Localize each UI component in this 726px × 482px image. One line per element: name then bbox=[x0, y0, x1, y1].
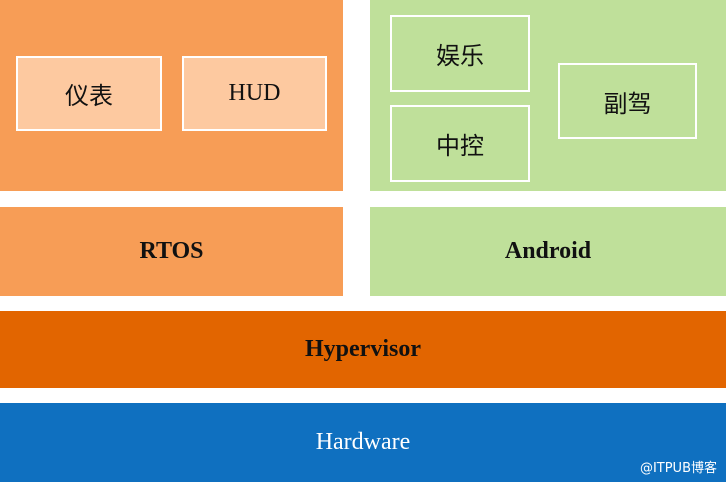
instrument-cluster-label: 仪表 bbox=[65, 82, 113, 110]
watermark: @ITPUB博客 bbox=[639, 461, 717, 476]
passenger-box: 副驾 bbox=[558, 63, 697, 139]
hardware-layer: Hardware bbox=[0, 403, 726, 482]
rtos-label: RTOS bbox=[139, 238, 204, 264]
hypervisor-layer: Hypervisor bbox=[0, 311, 726, 388]
hardware-label: Hardware bbox=[315, 429, 411, 455]
passenger-label: 副驾 bbox=[603, 89, 652, 118]
center-console-box: 中控 bbox=[390, 105, 530, 182]
android-layer: Android bbox=[370, 207, 726, 296]
android-label: Android bbox=[504, 238, 592, 264]
entertainment-label: 娱乐 bbox=[436, 42, 484, 70]
hud-box: HUD bbox=[182, 56, 327, 131]
entertainment-box: 娱乐 bbox=[390, 15, 530, 92]
center-console-label: 中控 bbox=[436, 132, 484, 160]
instrument-cluster-box: 仪表 bbox=[16, 56, 162, 131]
hypervisor-label: Hypervisor bbox=[305, 336, 421, 362]
hud-label: HUD bbox=[228, 80, 281, 106]
rtos-layer: RTOS bbox=[0, 207, 343, 296]
